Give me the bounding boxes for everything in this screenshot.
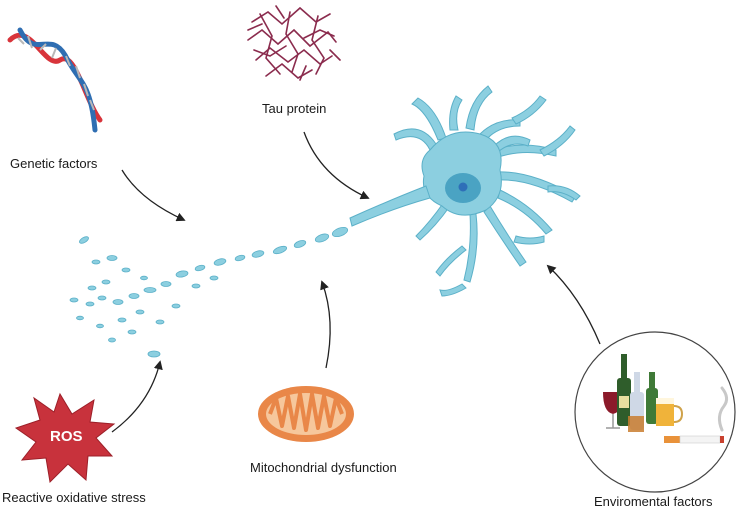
environmental-factors-label: Enviromental factors <box>594 494 713 509</box>
arrow-genetic <box>121 169 186 222</box>
dna-icon <box>7 27 103 133</box>
ros-badge-text: ROS <box>50 428 83 445</box>
arrow-environment <box>546 264 601 345</box>
dendrite-branches <box>393 85 581 297</box>
nucleolus <box>458 182 468 192</box>
arrow-ros <box>111 360 163 433</box>
tau-protein-label: Tau protein <box>262 101 327 116</box>
neuron-icon <box>349 85 581 297</box>
reactive-oxidative-stress-label: Reactive oxidative stress <box>2 490 146 505</box>
mitochondrion-icon <box>258 386 354 442</box>
arrow-tau <box>303 131 370 200</box>
ros-burst-icon <box>14 392 116 484</box>
mitochondrial-dysfunction-label: Mitochondrial dysfunction <box>250 460 397 475</box>
axon-fragments <box>69 226 349 358</box>
alcohol-cigarette-icon <box>574 331 736 493</box>
tau-protein-icon <box>247 5 341 81</box>
axon-hillock <box>349 185 431 227</box>
arrow-mito <box>320 280 331 369</box>
genetic-factors-label: Genetic factors <box>10 156 98 171</box>
arrows <box>111 131 601 433</box>
